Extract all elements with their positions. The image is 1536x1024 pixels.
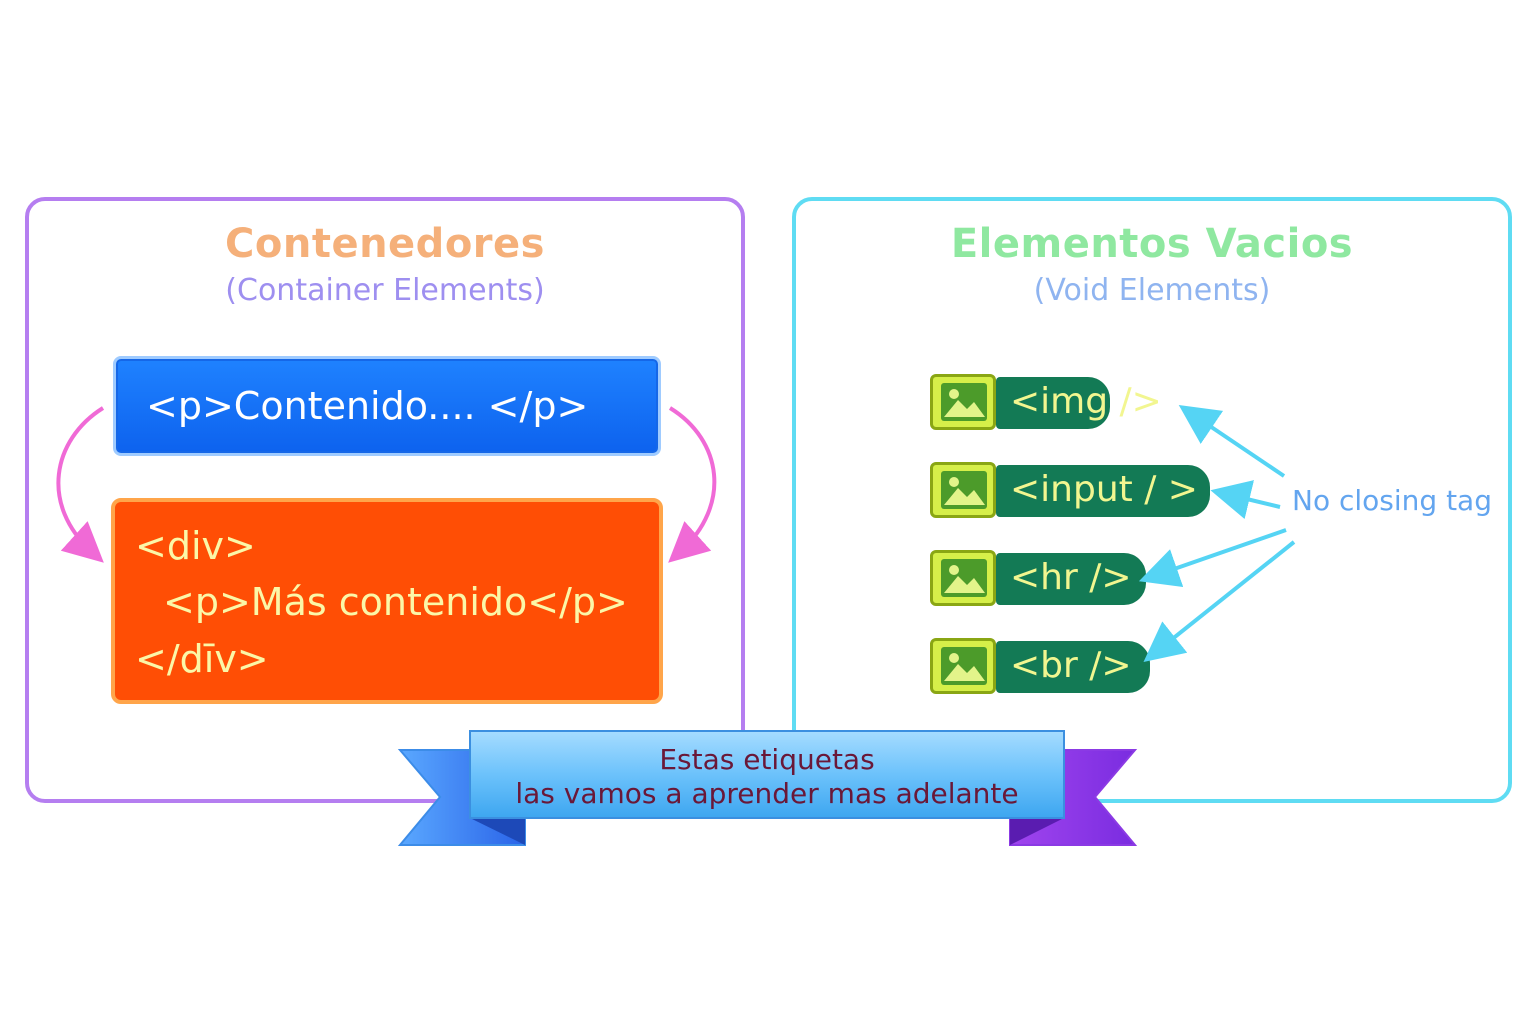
arrow-to-img [1178, 405, 1286, 478]
container-elements-title: Contenedores [225, 221, 545, 267]
ribbon-left-fold [470, 818, 525, 845]
left-curve-arrow [56, 406, 105, 563]
div-inner-paragraph: <p>Más contenido</p> [163, 580, 628, 624]
void-elements-subtitle: (Void Elements) [1033, 273, 1271, 308]
right-curve-arrow [668, 406, 717, 563]
void-tag-label: <hr /> [996, 553, 1146, 605]
void-tag-label: <br /> [996, 641, 1150, 693]
arrow-to-input [1210, 480, 1281, 520]
image-icon [930, 374, 996, 430]
banner-line-2: las vamos a aprender mas adelante [515, 777, 1019, 810]
image-icon [930, 462, 996, 518]
ribbon-right-fold [1010, 818, 1064, 845]
void-tag-label: <img /> [996, 377, 1162, 429]
image-icon [930, 638, 996, 694]
ribbon-band [469, 730, 1065, 819]
ribbon-banner-text: Estas etiquetas las vamos a aprender mas… [470, 733, 1064, 818]
paragraph-example-box: <p>Contenido.... </p> [113, 356, 661, 456]
div-close-tag: </dīv> [135, 637, 269, 681]
arrow-to-br [1143, 540, 1296, 662]
div-open-tag: <div> [135, 524, 256, 568]
arrow-to-hr [1138, 528, 1287, 587]
div-example-box: <div> <p>Más contenido</p> </dīv> [111, 498, 663, 704]
void-tag-label: <input / > [996, 465, 1210, 517]
image-icon [930, 550, 996, 606]
banner-line-1: Estas etiquetas [659, 743, 875, 776]
no-closing-tag-label: No closing tag [1292, 484, 1492, 517]
container-elements-subtitle: (Container Elements) [225, 273, 545, 308]
void-elements-title: Elementos Vacios [950, 221, 1354, 267]
